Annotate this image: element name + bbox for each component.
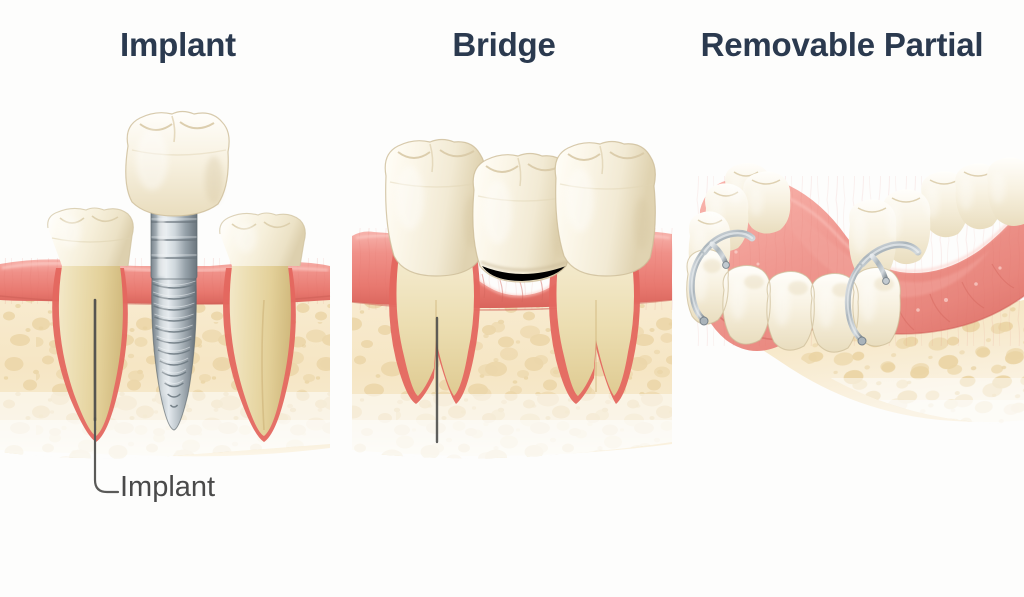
panel-implant: [0, 110, 331, 494]
panel-bridge: [351, 138, 674, 459]
implant-callout-leader-line: [93, 416, 120, 494]
bridge-left-abutment-root: [389, 236, 480, 404]
implant-abutment: [150, 206, 198, 280]
partial-posterior-teeth-left: [688, 163, 791, 287]
implant-crown: [125, 110, 230, 217]
bridge-left-abutment-crown: [384, 138, 486, 277]
bridge-right-abutment-crown: [554, 140, 656, 277]
implant-titanium-screw: [151, 275, 197, 431]
implant-right-natural-tooth: [219, 212, 306, 442]
partial-posterior-teeth-right: [848, 157, 1024, 282]
partial-clasp-left: [688, 229, 756, 326]
partial-clasp-right: [844, 241, 922, 346]
implant-left-natural-tooth: [47, 207, 134, 442]
